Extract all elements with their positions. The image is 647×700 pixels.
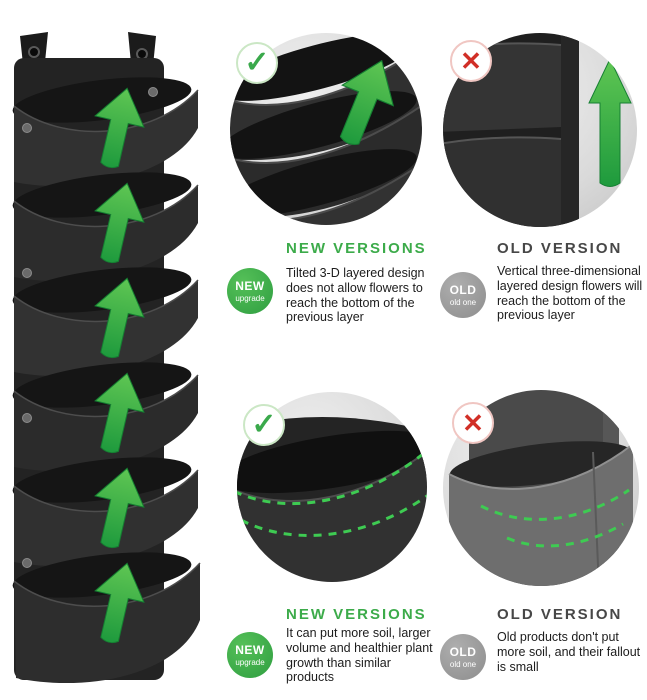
badge-label: OLD — [449, 645, 477, 659]
old-version-description: Vertical three-dimensional layered desig… — [497, 264, 643, 323]
badge-label: NEW — [235, 643, 265, 657]
planter-illustration — [12, 32, 201, 684]
check-icon: ✓ — [236, 42, 278, 84]
old-version-heading: OLD VERSION — [497, 240, 623, 257]
old-one-badge: OLD old one — [440, 634, 486, 680]
grommet — [136, 48, 148, 60]
volume-outline-dashes — [480, 488, 630, 548]
up-arrow-icon — [339, 59, 395, 145]
badge-label: NEW — [235, 279, 265, 293]
planter-photo — [2, 28, 214, 696]
snap-buttons — [22, 87, 158, 568]
badge-sublabel: old one — [449, 298, 477, 307]
new-upgrade-badge: NEW upgrade — [227, 268, 273, 314]
grommet — [28, 46, 40, 58]
volume-outline-dashes — [237, 448, 427, 537]
old-version-description: Old products don't put more soil, and th… — [497, 630, 641, 674]
planter-pockets — [12, 77, 201, 684]
badge-sublabel: old one — [449, 660, 477, 669]
deep-pocket — [237, 417, 427, 582]
badge-label: OLD — [449, 283, 477, 297]
up-arrow-icon — [94, 87, 145, 644]
new-version-description: It can put more soil, larger volume and … — [286, 626, 433, 685]
cross-icon: ✕ — [452, 402, 494, 444]
check-icon: ✓ — [243, 404, 285, 446]
old-one-badge: OLD old one — [440, 272, 486, 318]
up-arrow-icon — [588, 57, 632, 187]
badge-sublabel: upgrade — [235, 294, 265, 303]
new-versions-heading: NEW VERSIONS — [286, 606, 427, 623]
badge-sublabel: upgrade — [235, 658, 265, 667]
shallow-pocket — [448, 390, 634, 586]
new-version-description: Tilted 3-D layered design does not allow… — [286, 266, 425, 325]
tilted-pockets — [230, 33, 422, 225]
old-version-heading: OLD VERSION — [497, 606, 623, 623]
new-upgrade-badge: NEW upgrade — [227, 632, 273, 678]
cross-icon: ✕ — [450, 40, 492, 82]
new-versions-heading: NEW VERSIONS — [286, 240, 427, 257]
